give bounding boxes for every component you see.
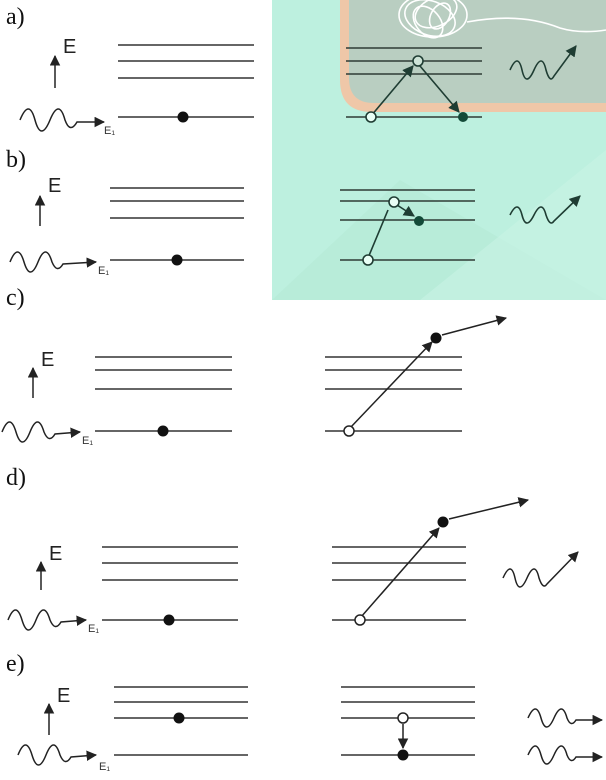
hole-circle-icon: [412, 55, 424, 67]
panel-label: b): [6, 147, 26, 173]
photon-wave-icon: [7, 609, 88, 631]
photon-wave-icon: [502, 551, 579, 588]
photon-wave-icon: [17, 744, 98, 766]
ground-level-label: E₁: [98, 265, 109, 277]
electron-dot-icon: [437, 516, 449, 528]
electron-dot-icon: [173, 712, 185, 724]
electron-dot-icon: [171, 254, 183, 266]
electron-dot-icon: [430, 332, 442, 344]
panel-label: a): [6, 4, 25, 30]
panel-d: d) E E₁: [6, 465, 579, 635]
ground-level-label: E₁: [99, 761, 110, 773]
hole-circle-icon: [365, 111, 377, 123]
energy-label: E: [63, 36, 76, 58]
electron-dot-icon: [397, 749, 409, 761]
hole-circle-icon: [354, 614, 366, 626]
illustration-inset: [272, 0, 606, 300]
photon-wave-icon: [19, 108, 106, 132]
hole-circle-icon: [362, 254, 374, 266]
ground-level-label: E₁: [82, 435, 93, 447]
panel-label: d): [6, 465, 26, 491]
panel-a: a) E E₁: [6, 4, 254, 137]
electron-dot-icon: [157, 425, 169, 437]
electron-dot-icon: [414, 216, 424, 226]
energy-label: E: [57, 685, 70, 707]
hole-circle-icon: [388, 196, 400, 208]
hole-circle-icon: [397, 712, 409, 724]
hole-circle-icon: [343, 425, 355, 437]
panel-c: c) E E₁: [1, 285, 508, 447]
panel-label: c): [6, 285, 25, 311]
photon-wave-icon: [9, 251, 98, 273]
panel-e: e) E E₁: [6, 651, 604, 773]
energy-label: E: [49, 543, 62, 565]
photon-wave-icon: [509, 45, 577, 80]
panel-b: b) E E₁: [6, 147, 244, 277]
ground-level-label: E₁: [88, 623, 99, 635]
electron-dot-icon: [163, 614, 175, 626]
photon-wave-icon: [1, 421, 82, 443]
electron-dot-icon: [458, 112, 468, 122]
energy-label: E: [48, 175, 61, 197]
ground-level-label: E₁: [104, 125, 115, 137]
scribble-icon: [398, 0, 606, 39]
panel-label: e): [6, 651, 25, 677]
energy-label: E: [41, 349, 54, 371]
photon-wave-icon: [509, 195, 581, 224]
photon-wave-icon: [527, 708, 604, 728]
photon-wave-icon: [527, 745, 604, 765]
electron-dot-icon: [177, 111, 189, 123]
